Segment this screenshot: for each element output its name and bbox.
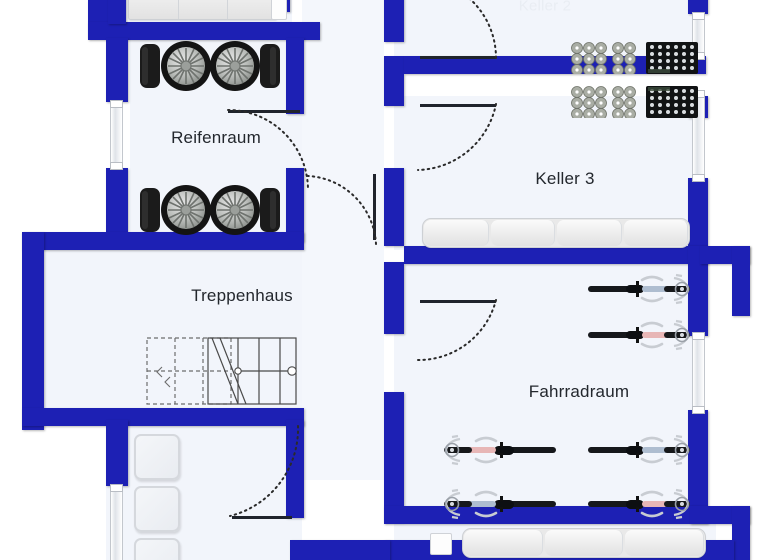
wall-center-top (384, 0, 404, 42)
wall-reifenraum-right-lower (286, 168, 304, 242)
bicycle (428, 486, 558, 522)
bicycle (586, 432, 704, 468)
wall-treppenhaus-bottom (22, 408, 304, 426)
room-label-keller3: Keller 3 (535, 169, 595, 188)
window-cap-top (110, 484, 123, 492)
bench-segment (129, 0, 179, 19)
door-swing-fahrradraum (414, 298, 500, 364)
storage-crate (134, 434, 180, 480)
wall-reifenraum-left-upper (106, 38, 128, 102)
wall-right-keller3-lower (688, 178, 708, 246)
door-swing-lower-corridor (226, 424, 302, 520)
door-jamb-reifenraum (228, 110, 300, 113)
wall-reifenraum-left-lower (106, 168, 128, 242)
bench-segment (557, 220, 622, 246)
wall-keller2-left-vertical (108, 0, 126, 24)
wall-reifenraum-bottom (22, 232, 304, 250)
stored-goods-upper (570, 42, 698, 74)
wall-reifenraum-right-upper (286, 38, 304, 114)
room-label-treppenhaus: Treppenhaus (191, 286, 293, 305)
door-swing-center-upper (306, 168, 380, 246)
room-floor-center-corridor (302, 0, 384, 480)
bench-segment (464, 530, 543, 556)
door-swing-reifenraum (222, 108, 309, 200)
staircase-up (146, 336, 298, 408)
bicycle (586, 486, 704, 522)
bench-segment (178, 0, 229, 19)
room-label-fahrradraum: Fahrradraum (528, 382, 630, 401)
wall-keller2-top-right (688, 0, 708, 14)
storage-box-keller2-corner (271, 0, 287, 20)
window-cap-top (692, 12, 705, 20)
wall-bottom-left-strip (290, 540, 390, 560)
bench-segment (623, 220, 688, 246)
window-opening-lower-corridor-left (110, 484, 123, 560)
bench-segment (424, 220, 489, 246)
wall-treppenhaus-left (22, 232, 44, 430)
bench-segment (490, 220, 555, 246)
bench-segment (228, 0, 277, 19)
storage-bench-keller2-top (128, 0, 278, 20)
wall-center-keller3-top (384, 56, 404, 106)
door-jamb-lower-corridor (232, 516, 292, 519)
door-jamb-keller2 (420, 56, 496, 59)
storage-crate (134, 538, 180, 560)
tyre-stack (138, 182, 286, 238)
door-swing-keller3 (414, 102, 500, 174)
tyre-stack (138, 38, 286, 94)
wall-center-keller3-mid (384, 168, 404, 246)
window-cap-bottom (692, 174, 705, 182)
door-jamb-keller3 (420, 104, 496, 107)
bench-segment (544, 530, 624, 556)
room-label-reifenraum: Reifenraum (171, 128, 261, 147)
wall-center-fahrrad (384, 262, 404, 334)
door-jamb-center-upper (373, 174, 376, 240)
window-cap-bottom (692, 406, 705, 414)
door-jamb-fahrradraum (420, 300, 496, 303)
wall-bottom-right-outer (732, 506, 750, 560)
storage-bench-keller3-bottom (422, 218, 690, 248)
bicycle (428, 432, 558, 468)
window-cap-top (692, 332, 705, 340)
storage-bench-bottom-strip (462, 528, 706, 558)
door-swing-keller2 (414, 0, 500, 62)
bench-segment (625, 530, 705, 556)
wall-right-fahrrad-upper (688, 246, 708, 336)
bicycle (586, 318, 704, 352)
window-opening-fahrradraum-right (692, 332, 705, 414)
window-opening-reifenraum-left (110, 100, 123, 170)
window-cap-bottom (110, 162, 123, 170)
wall-lower-corridor-right (286, 420, 304, 518)
wall-right-fahrrad-lower (688, 410, 708, 520)
room-floor-fahrradraum (394, 264, 698, 512)
storage-box-bottom-left (430, 533, 452, 555)
storage-crate (134, 486, 180, 532)
wall-top-left-horizontal (88, 22, 320, 40)
wall-lower-corridor-left (106, 420, 128, 486)
room-label-keller2: Keller 2 (518, 0, 572, 15)
stored-goods-lower (570, 86, 698, 118)
wall-fahrradraum-bottom (384, 506, 708, 524)
wall-keller3-bottom (404, 246, 708, 264)
window-cap-top (110, 100, 123, 108)
wall-center-fahrrad-lower (384, 392, 404, 522)
wall-right-outer-far (732, 246, 750, 316)
bicycle (586, 272, 704, 306)
